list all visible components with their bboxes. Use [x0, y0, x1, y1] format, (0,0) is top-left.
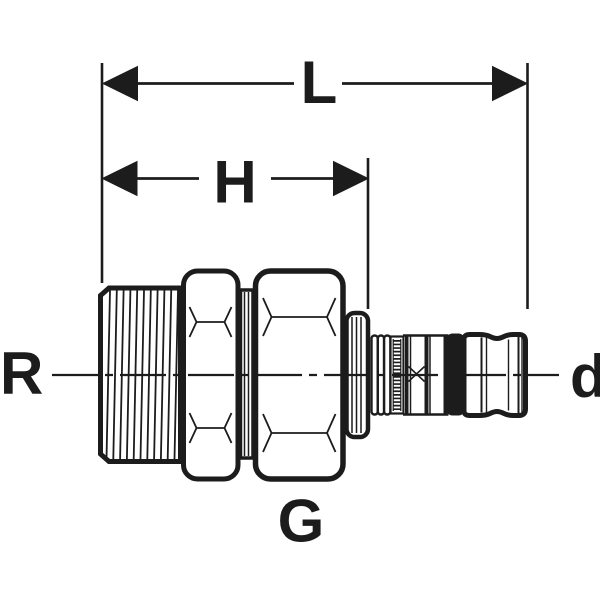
dim-label-H: H [213, 149, 256, 216]
arrow-left-icon [101, 65, 138, 102]
label-R: R [0, 340, 43, 407]
dim-label-L: L [301, 49, 338, 116]
arrow-left-icon [101, 160, 138, 197]
arrow-right-icon [333, 160, 370, 197]
union-nut-facets [262, 297, 337, 453]
dimension-L: L [100, 49, 529, 309]
dimension-H: H [101, 149, 370, 309]
label-d: d [570, 343, 600, 410]
label-G: G [278, 488, 325, 555]
press-ribs [370, 334, 392, 416]
arrow-right-icon [492, 65, 529, 102]
adapter-hex-facets [188, 306, 233, 444]
